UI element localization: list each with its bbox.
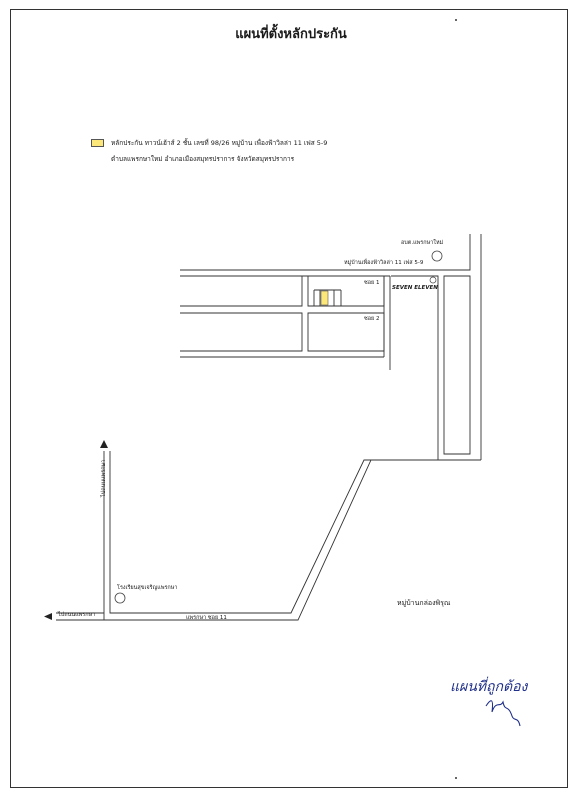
obt-marker [431,250,443,262]
legend-swatch [91,139,104,147]
north-arrow [100,440,108,448]
north-road-label: ไปถนนแพรกษา [101,459,107,497]
west-road-label: ไปถนนแพรกษา [58,612,96,618]
klong-village-label: หมู่บ้านกล่องพิรุณ [397,599,451,607]
road-diagonal-inner [109,451,289,614]
collateral-house [320,290,329,306]
legend-line-1: หลักประกัน ทาวน์เฮ้าส์ 2 ชั้น เลขที่ 98/… [111,139,328,147]
page-border [10,9,568,788]
map-title: แผนที่ตั้งหลักประกัน [235,27,347,42]
west-arrow [44,613,52,620]
east-block [443,275,471,455]
signature-mark [485,700,521,727]
signature-text: แผนที่ถูกต้อง [450,679,528,695]
seven-marker [429,276,437,284]
obt-label: อบต.แพรกษาใหม่ [401,240,444,246]
school-marker [114,592,126,604]
soi1-label: ซอย 1 [364,280,380,286]
road-west [56,612,104,621]
block-left-1 [180,276,303,307]
village-label: หมู่บ้านเพื่องฟ้าวิลล่า 11 เฟส 5-9 [344,260,424,266]
road-diagonal [103,451,481,621]
house-rows [313,289,342,306]
soi11-label: แพรกษา ซอย 11 [186,615,227,621]
school-label: โรงเรียนสุขเจริญแพรกษา [117,585,178,591]
block-left-2 [180,312,303,352]
legend-line-2: ตำบลแพรกษาใหม่ อำเภอเมืองสมุทรปราการ จัง… [111,155,295,163]
road-main-top-edge [180,234,471,271]
soi2-label: ซอย 2 [364,316,380,322]
seven-eleven-label: SEVEN ELEVEN [392,285,438,291]
seven-block [289,275,439,614]
